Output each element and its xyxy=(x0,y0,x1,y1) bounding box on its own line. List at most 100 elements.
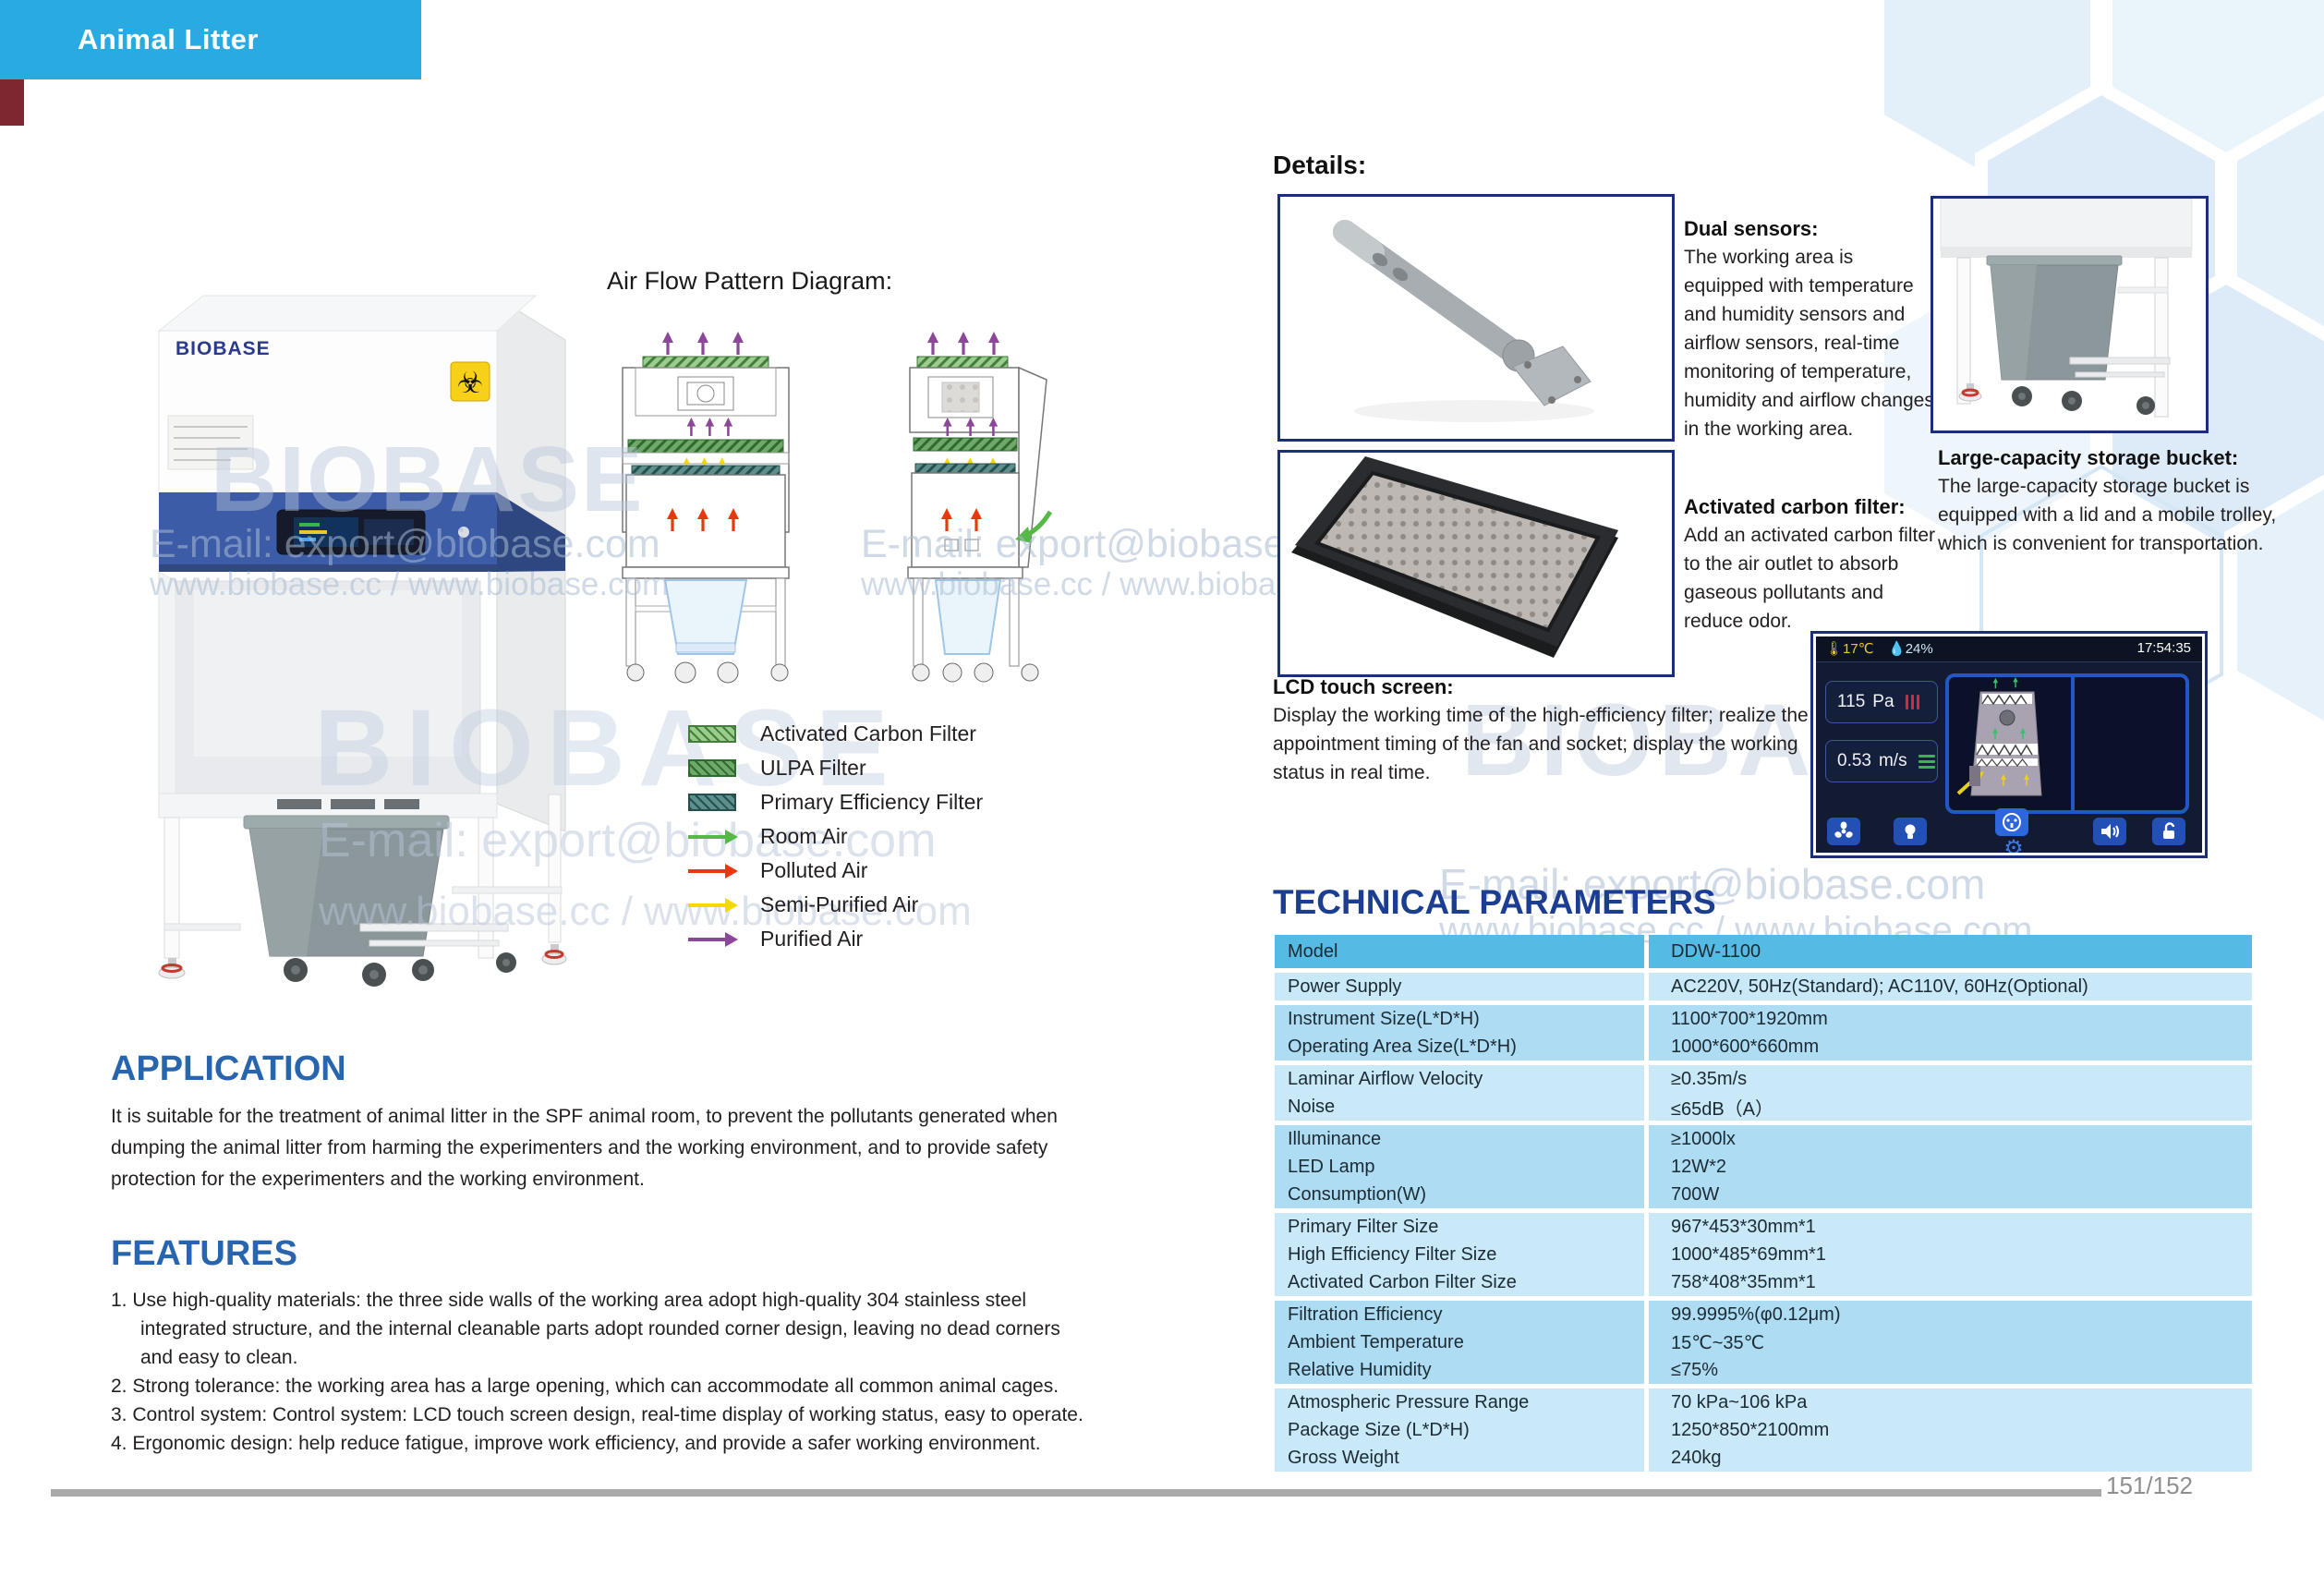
table-row: LED Lamp 12W*2 xyxy=(1275,1153,2252,1181)
legend-item: Activated Carbon Filter xyxy=(688,717,983,751)
legend-item: Polluted Air xyxy=(688,854,983,888)
storage-bucket-image xyxy=(1931,196,2209,433)
application-heading: APPLICATION xyxy=(111,1049,346,1088)
details-heading: Details: xyxy=(1273,151,1367,179)
biohazard-icon: ☣ xyxy=(457,366,484,399)
legend-swatch xyxy=(688,829,740,844)
filter-swatch-icon xyxy=(688,759,736,777)
lcd-right-panel xyxy=(2075,677,2185,810)
legend-label: ULPA Filter xyxy=(760,756,866,780)
parameter-value: 700W xyxy=(1649,1181,2252,1208)
technical-parameters-heading: TECHNICAL PARAMETERS xyxy=(1273,883,1716,921)
pressure-value: 115 xyxy=(1837,692,1866,711)
biobase-logo: BIOBASE xyxy=(176,338,271,359)
speaker-icon xyxy=(2093,818,2126,845)
parameter-value: 967*453*30mm*1 xyxy=(1649,1213,2252,1241)
airflow-unit: m/s xyxy=(1878,751,1907,770)
legend-item: Primary Efficiency Filter xyxy=(688,785,983,819)
parameter-label: LED Lamp xyxy=(1275,1153,1644,1181)
airflow-diagram-front-view xyxy=(622,332,790,684)
parameter-value: 99.9995%(φ0.12μm) xyxy=(1649,1301,2252,1328)
table-row: Instrument Size(L*D*H) 1100*700*1920mm xyxy=(1275,1005,2252,1033)
table-row: Operating Area Size(L*D*H) 1000*600*660m… xyxy=(1275,1033,2252,1061)
feature-item: 3. Control system: Control system: LCD t… xyxy=(111,1404,1083,1425)
parameter-label: High Efficiency Filter Size xyxy=(1275,1241,1644,1268)
gear-icon: ⚙ xyxy=(2003,835,2024,854)
legend-swatch xyxy=(688,931,740,947)
table-row: Consumption(W) 700W xyxy=(1275,1181,2252,1208)
parameter-label: Filtration Efficiency xyxy=(1275,1301,1644,1328)
features-list: 1. Use high-quality materials: the three… xyxy=(111,1286,1275,1458)
features-heading: FEATURES xyxy=(111,1234,297,1273)
pressure-icon xyxy=(1905,695,1919,709)
table-row: Noise ≤65dB（A） xyxy=(1275,1093,2252,1121)
arrow-swatch-icon xyxy=(688,931,738,947)
table-row: Relative Humidity ≤75% xyxy=(1275,1356,2252,1384)
filter-swatch-icon xyxy=(688,725,736,743)
parameter-label: Illuminance xyxy=(1275,1125,1644,1153)
parameter-label: Relative Humidity xyxy=(1275,1356,1644,1384)
table-row: Power Supply AC220V, 50Hz(Standard); AC1… xyxy=(1275,973,2252,1000)
arrow-swatch-icon xyxy=(688,863,738,879)
lcd-screen: 🌡17℃ 💧24% 17:54:35 115 Pa 0.53 m/s xyxy=(1816,636,2202,853)
legend-swatch xyxy=(688,897,740,913)
table-row: Primary Filter Size 967*453*30mm*1 xyxy=(1275,1213,2252,1241)
parameter-value: DDW-1100 xyxy=(1649,935,2252,968)
legend-label: Purified Air xyxy=(760,927,864,951)
table-row: Package Size (L*D*H) 1250*850*2100mm xyxy=(1275,1416,2252,1444)
legend-label: Semi-Purified Air xyxy=(760,892,919,916)
lamp-icon xyxy=(1894,818,1927,845)
parameter-value: ≤65dB（A） xyxy=(1649,1093,2252,1121)
caption-title: Dual sensors: xyxy=(1684,217,1819,240)
parameter-value: 758*408*35mm*1 xyxy=(1649,1268,2252,1296)
caption-body: The large-capacity storage bucket is equ… xyxy=(1938,476,2277,554)
parameter-value: ≥0.35m/s xyxy=(1649,1065,2252,1093)
pressure-unit: Pa xyxy=(1872,692,1894,711)
parameter-value: 12W*2 xyxy=(1649,1153,2252,1181)
airflow-diagram-title: Air Flow Pattern Diagram: xyxy=(607,267,893,295)
parameter-label: Gross Weight xyxy=(1275,1444,1644,1472)
airflow-button: 0.53 m/s xyxy=(1825,740,1938,782)
clock-readout: 17:54:35 xyxy=(2136,640,2191,656)
legend-item: Room Air xyxy=(688,819,983,854)
parameter-label: Primary Filter Size xyxy=(1275,1213,1644,1241)
legend-label: Primary Efficiency Filter xyxy=(760,790,984,814)
dual-sensors-caption: Dual sensors: The working area is equipp… xyxy=(1684,214,1935,443)
airflow-icon xyxy=(1918,754,1935,769)
arrow-swatch-icon xyxy=(688,897,738,913)
parameter-value: 1000*600*660mm xyxy=(1649,1033,2252,1061)
legend-swatch xyxy=(688,725,740,743)
table-row: High Efficiency Filter Size 1000*485*69m… xyxy=(1275,1241,2252,1268)
airflow-diagram-side-view xyxy=(907,332,1053,683)
arrow-swatch-icon xyxy=(688,829,738,844)
airflow-legend: Activated Carbon Filter ULPA Filter Prim… xyxy=(688,717,983,956)
lock-icon xyxy=(2152,818,2185,845)
legend-swatch xyxy=(688,759,740,777)
parameter-value: 1100*700*1920mm xyxy=(1649,1005,2252,1033)
page-number: 151/152 xyxy=(2106,1472,2193,1499)
pressure-button: 115 Pa xyxy=(1825,681,1938,723)
parameter-value: 1250*850*2100mm xyxy=(1649,1416,2252,1444)
parameter-label: Instrument Size(L*D*H) xyxy=(1275,1005,1644,1033)
lcd-screen-image: 🌡17℃ 💧24% 17:54:35 115 Pa 0.53 m/s xyxy=(1810,631,2208,858)
storage-bucket-caption: Large-capacity storage bucket: The large… xyxy=(1938,443,2300,558)
activated-carbon-filter-image xyxy=(1277,450,1675,677)
table-row: Model DDW-1100 xyxy=(1275,935,2252,968)
page-title-banner: Animal Litter Workstation xyxy=(0,0,421,135)
table-row: Ambient Temperature 15℃~35℃ xyxy=(1275,1328,2252,1356)
table-row: Filtration Efficiency 99.9995%(φ0.12μm) xyxy=(1275,1301,2252,1328)
filter-swatch-icon xyxy=(688,794,736,811)
parameter-label: Power Supply xyxy=(1275,973,1644,1000)
parameter-label: Activated Carbon Filter Size xyxy=(1275,1268,1644,1296)
product-photo-workstation: BIOBASE ☣ xyxy=(157,295,567,987)
application-body: It is suitable for the treatment of anim… xyxy=(111,1106,1058,1190)
feature-item: 2. Strong tolerance: the working area ha… xyxy=(111,1376,1059,1397)
caption-body: Add an activated carbon filter to the ai… xyxy=(1684,525,1935,632)
caption-title: Large-capacity storage bucket: xyxy=(1938,446,2239,469)
table-row: Activated Carbon Filter Size 758*408*35m… xyxy=(1275,1268,2252,1296)
cabinet-schematic xyxy=(1949,677,2075,810)
technical-parameters-table: Model DDW-1100 Power Supply AC220V, 50Hz… xyxy=(1275,935,2252,1472)
parameter-value: 240kg xyxy=(1649,1444,2252,1472)
page-title: Animal Litter Workstation xyxy=(78,23,259,135)
